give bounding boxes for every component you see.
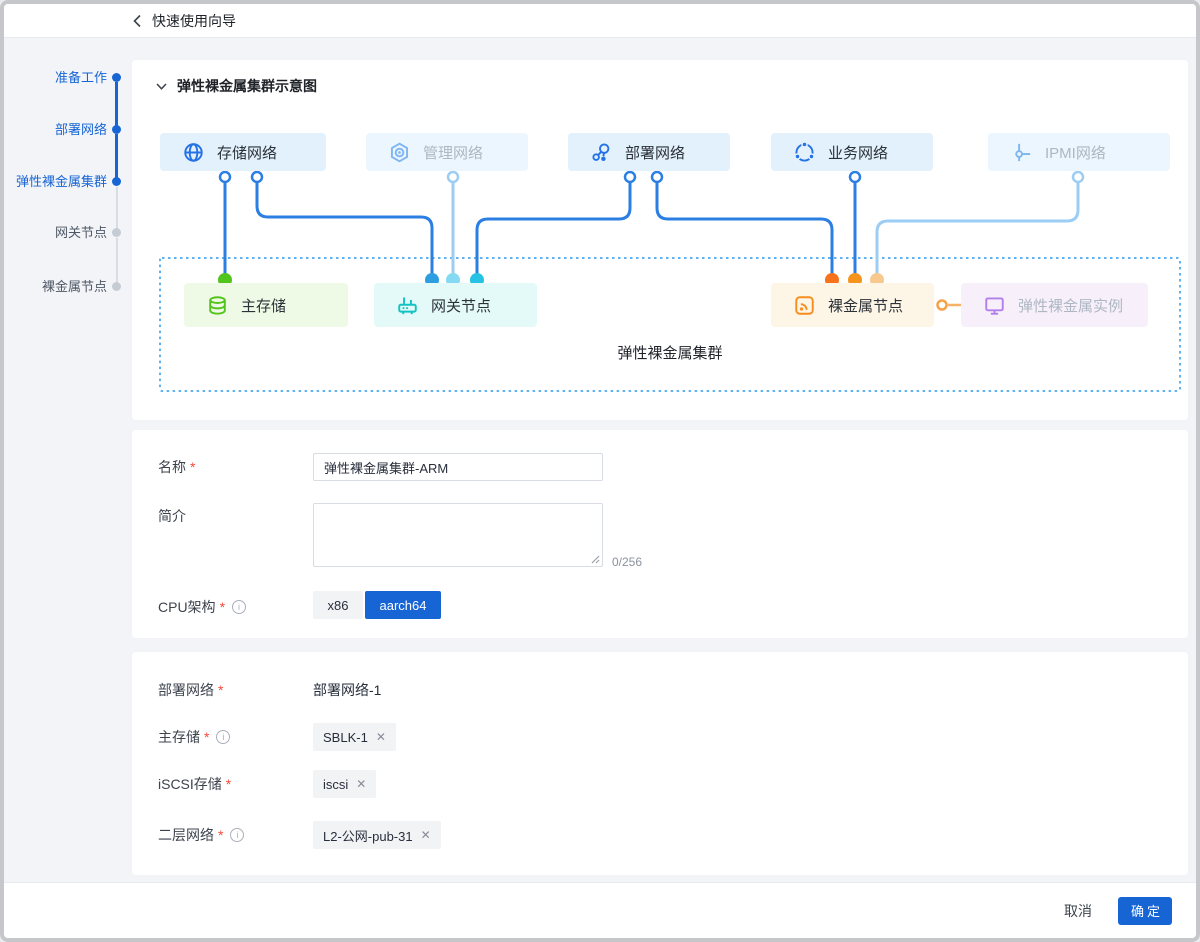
step-dot — [112, 282, 121, 291]
step-item-cluster[interactable]: 弹性裸金属集群 — [15, 174, 107, 189]
back-button[interactable] — [128, 12, 146, 30]
router-icon — [398, 296, 417, 314]
tag-close-icon[interactable]: ✕ — [375, 730, 386, 744]
hex-nut-icon — [390, 142, 409, 162]
chevron-down-icon — [156, 82, 167, 90]
cluster-dashed-border — [159, 257, 1181, 392]
required-mark: * — [190, 459, 196, 475]
wizard-stepper: 准备工作 部署网络 弹性裸金属集群 网关节点 裸金属节点 — [4, 38, 128, 338]
name-label: 名称 * — [158, 459, 196, 475]
primary-storage-tag[interactable]: SBLK-1 ✕ — [313, 723, 396, 751]
monitor-icon — [985, 296, 1004, 315]
cluster-node-primary-storage: 主存储 — [184, 283, 348, 327]
step-dot — [112, 125, 121, 134]
network-node-label: 管理网络 — [423, 144, 484, 162]
cluster-node-gateway: 网关节点 — [374, 283, 537, 327]
confirm-button[interactable]: 确定 — [1118, 896, 1172, 925]
database-icon — [209, 295, 226, 315]
cluster-icon — [592, 142, 610, 161]
cluster-caption: 弹性裸金属集群 — [617, 345, 723, 362]
l2-network-tag[interactable]: L2-公网-pub-31 ✕ — [313, 821, 441, 849]
cluster-node-label: 弹性裸金属实例 — [1018, 297, 1124, 315]
cluster-node-label: 主存储 — [241, 297, 287, 315]
required-mark: * — [204, 729, 210, 745]
diagram-card: 弹性裸金属集群示意图 — [132, 60, 1188, 420]
page-title: 快速使用向导 — [152, 13, 236, 29]
diagram-connectors — [159, 170, 1181, 392]
deploy-network-label: 部署网络 * — [158, 682, 224, 698]
required-mark: * — [219, 599, 226, 615]
network-node-storage: 存储网络 — [160, 133, 326, 171]
network-form-card: 部署网络 * 部署网络-1 主存储 * i SBLK-1 ✕ iSCSI存储 *… — [132, 652, 1188, 875]
cpu-option-aarch64[interactable]: aarch64 — [365, 591, 441, 619]
step-dot — [112, 73, 121, 82]
network-node-ipmi: IPMI网络 — [988, 133, 1170, 171]
step-dot — [112, 228, 121, 237]
iscsi-storage-label: iSCSI存储 * — [158, 776, 232, 792]
name-input[interactable] — [313, 453, 603, 481]
info-icon[interactable]: i — [230, 828, 245, 842]
l2-network-label: 二层网络 * i — [158, 825, 245, 845]
step-connector — [116, 187, 118, 233]
chevron-left-icon — [133, 14, 141, 28]
step-connector — [115, 82, 118, 130]
cluster-node-label: 裸金属节点 — [828, 297, 904, 315]
header-bar: 快速使用向导 — [4, 4, 1196, 38]
step-dot — [112, 177, 121, 186]
cluster-node-label: 网关节点 — [431, 297, 492, 315]
step-item-deploy-net[interactable]: 部署网络 — [54, 122, 107, 137]
char-counter: 0/256 — [612, 555, 643, 569]
description-textarea[interactable] — [313, 503, 603, 567]
step-item-prepare[interactable]: 准备工作 — [54, 70, 107, 85]
description-label: 简介 — [158, 508, 186, 524]
required-mark: * — [218, 827, 224, 843]
network-node-label: 存储网络 — [217, 144, 278, 162]
rss-icon — [795, 295, 814, 315]
required-mark: * — [225, 776, 232, 792]
cpu-arch-label: CPU架构 * i — [158, 597, 247, 617]
network-node-business: 业务网络 — [771, 133, 933, 171]
action-bar: 取消 确定 — [4, 882, 1196, 938]
probe-icon — [1015, 143, 1031, 161]
diagram-section-toggle[interactable]: 弹性裸金属集群示意图 — [156, 76, 317, 96]
basic-form-card: 名称 * 简介 0/256 CPU架构 * i x86 aarch64 — [132, 430, 1188, 638]
cancel-button[interactable]: 取消 — [1064, 902, 1092, 919]
step-connector — [116, 238, 118, 287]
tag-close-icon[interactable]: ✕ — [356, 777, 367, 791]
globe-icon — [184, 142, 203, 162]
deploy-network-value: 部署网络-1 — [313, 682, 382, 698]
network-node-label: 部署网络 — [625, 144, 686, 162]
network-node-management: 管理网络 — [366, 133, 528, 171]
step-item-baremetal[interactable]: 裸金属节点 — [41, 279, 107, 294]
info-icon[interactable]: i — [216, 730, 231, 744]
cpu-option-x86[interactable]: x86 — [313, 591, 363, 619]
tag-close-icon[interactable]: ✕ — [420, 828, 431, 842]
step-item-gateway[interactable]: 网关节点 — [54, 225, 107, 240]
cluster-node-baremetal: 裸金属节点 — [771, 283, 934, 327]
network-node-label: 业务网络 — [828, 144, 889, 162]
step-connector — [115, 134, 118, 182]
required-mark: * — [218, 682, 224, 698]
ring-nodes-icon — [794, 140, 815, 162]
info-icon[interactable]: i — [232, 600, 247, 614]
diagram-section-title: 弹性裸金属集群示意图 — [177, 78, 317, 94]
primary-storage-label: 主存储 * i — [158, 727, 231, 747]
network-node-label: IPMI网络 — [1045, 144, 1106, 162]
iscsi-storage-tag[interactable]: iscsi ✕ — [313, 770, 377, 798]
network-node-deployment: 部署网络 — [568, 133, 730, 171]
cluster-node-instance: 弹性裸金属实例 — [961, 283, 1148, 327]
